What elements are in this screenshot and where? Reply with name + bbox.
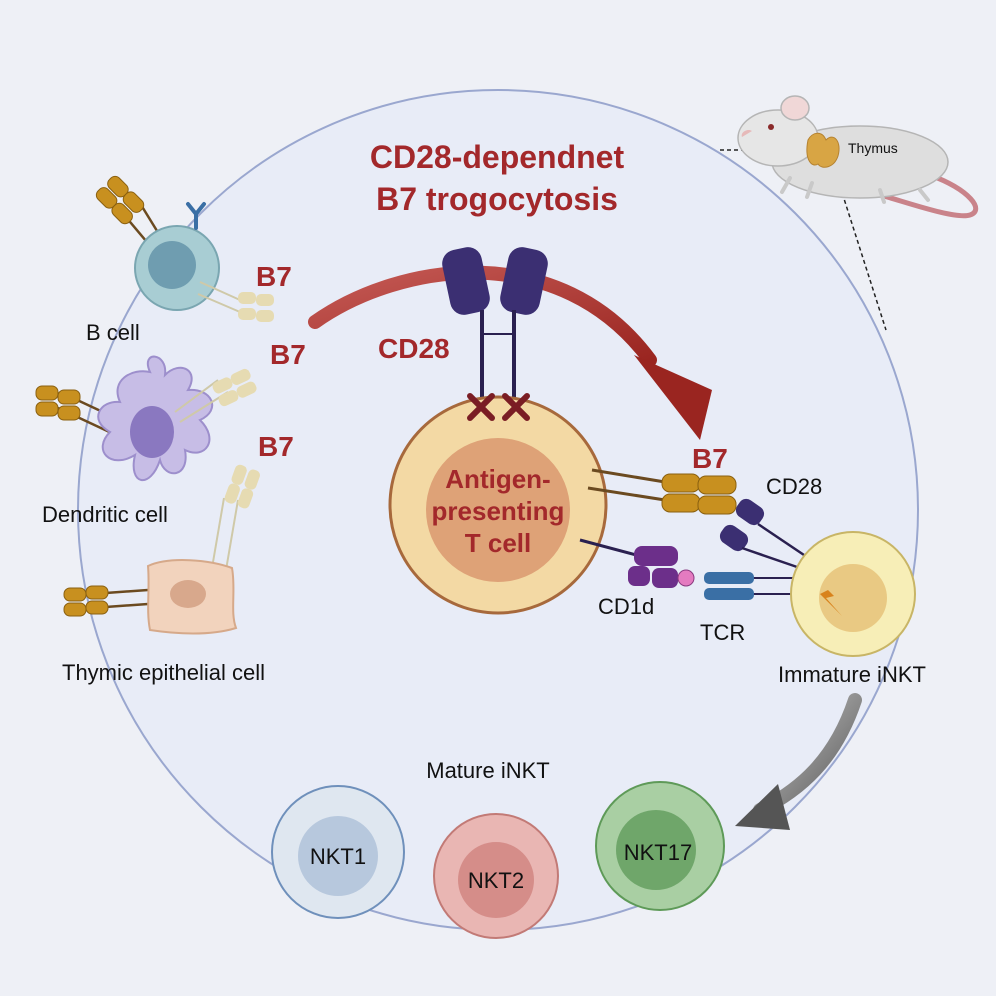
cd28-inkt-label: CD28 [766, 474, 822, 499]
apc-label-line-2: presenting [432, 496, 565, 526]
title-line-2: B7 trogocytosis [376, 181, 618, 217]
nkt1-nucleus [298, 816, 378, 896]
blocked-x-icon [467, 393, 530, 421]
tcr-label: TCR [700, 620, 745, 645]
mouse-illustration: Thymus [737, 95, 979, 219]
nkt17-nucleus [616, 810, 696, 890]
cd1d-label: CD1d [598, 594, 654, 619]
nkt17-label: NKT17 [624, 840, 692, 865]
b-cell [95, 175, 274, 322]
maturation-arrowhead [735, 784, 790, 830]
thymic-epithelial-cell [63, 464, 260, 635]
b7-thymic-label: B7 [258, 431, 294, 462]
dendritic-cell-label: Dendritic cell [42, 502, 168, 527]
apc-label-line-3: T cell [465, 528, 531, 558]
cd28-inkt [719, 498, 805, 570]
cd28-main-label: CD28 [378, 333, 450, 364]
b7-dendritic-label: B7 [270, 339, 306, 370]
b7-transferred [587, 468, 737, 515]
thymic-epithelial-cell-label: Thymic epithelial cell [62, 660, 265, 685]
immature-inkt-nucleus [819, 564, 887, 632]
immature-inkt-label: Immature iNKT [778, 662, 926, 687]
nkt1-label: NKT1 [310, 844, 366, 869]
nkt2-label: NKT2 [468, 868, 524, 893]
activation-bolt-icon [810, 572, 842, 616]
apc-nucleus [426, 438, 570, 582]
cd1d-molecule [579, 538, 695, 588]
b-cell-label: B cell [86, 320, 140, 345]
b7-b-cell-label: B7 [256, 261, 292, 292]
mature-inkt-label: Mature iNKT [426, 758, 549, 783]
cd28-receptor [442, 247, 548, 408]
trogocytosis-arrowhead [634, 355, 712, 440]
title-line-1: CD28-dependnet [370, 139, 625, 175]
thymus-label: Thymus [848, 140, 898, 156]
b7-transfer-label: B7 [692, 443, 728, 474]
nkt2-nucleus [458, 842, 534, 918]
apc-label-line-1: Antigen- [445, 464, 550, 494]
dendritic-cell [35, 355, 257, 481]
zoom-line-2 [837, 179, 887, 331]
